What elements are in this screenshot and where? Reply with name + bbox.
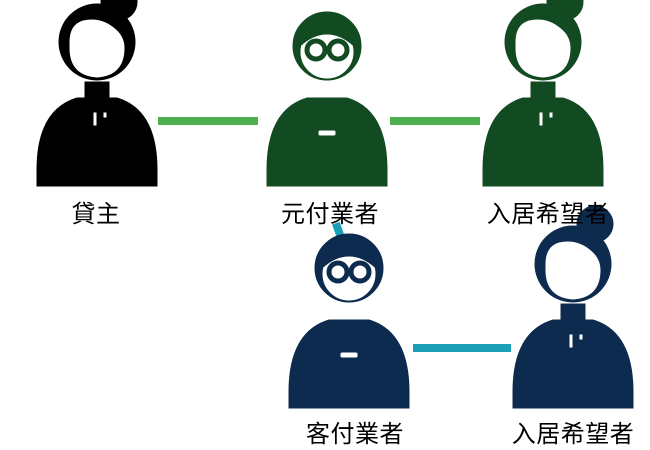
person-bun-icon — [512, 205, 634, 409]
client-agent-label: 客付業者 — [306, 420, 404, 448]
connector-landlord-origin — [158, 117, 258, 125]
origin-agent-label: 元付業者 — [281, 200, 379, 228]
person-bun-icon — [482, 0, 604, 187]
person-glasses-icon — [267, 12, 387, 186]
person-bun-icon — [36, 0, 158, 187]
connector-client-applicant — [413, 344, 511, 352]
applicant-bottom-label: 入居希望者 — [511, 420, 635, 448]
applicant-top-label: 入居希望者 — [486, 200, 610, 228]
landlord-label: 貸主 — [71, 200, 121, 228]
connector-origin-applicant — [390, 117, 480, 125]
person-glasses-icon — [289, 234, 409, 408]
